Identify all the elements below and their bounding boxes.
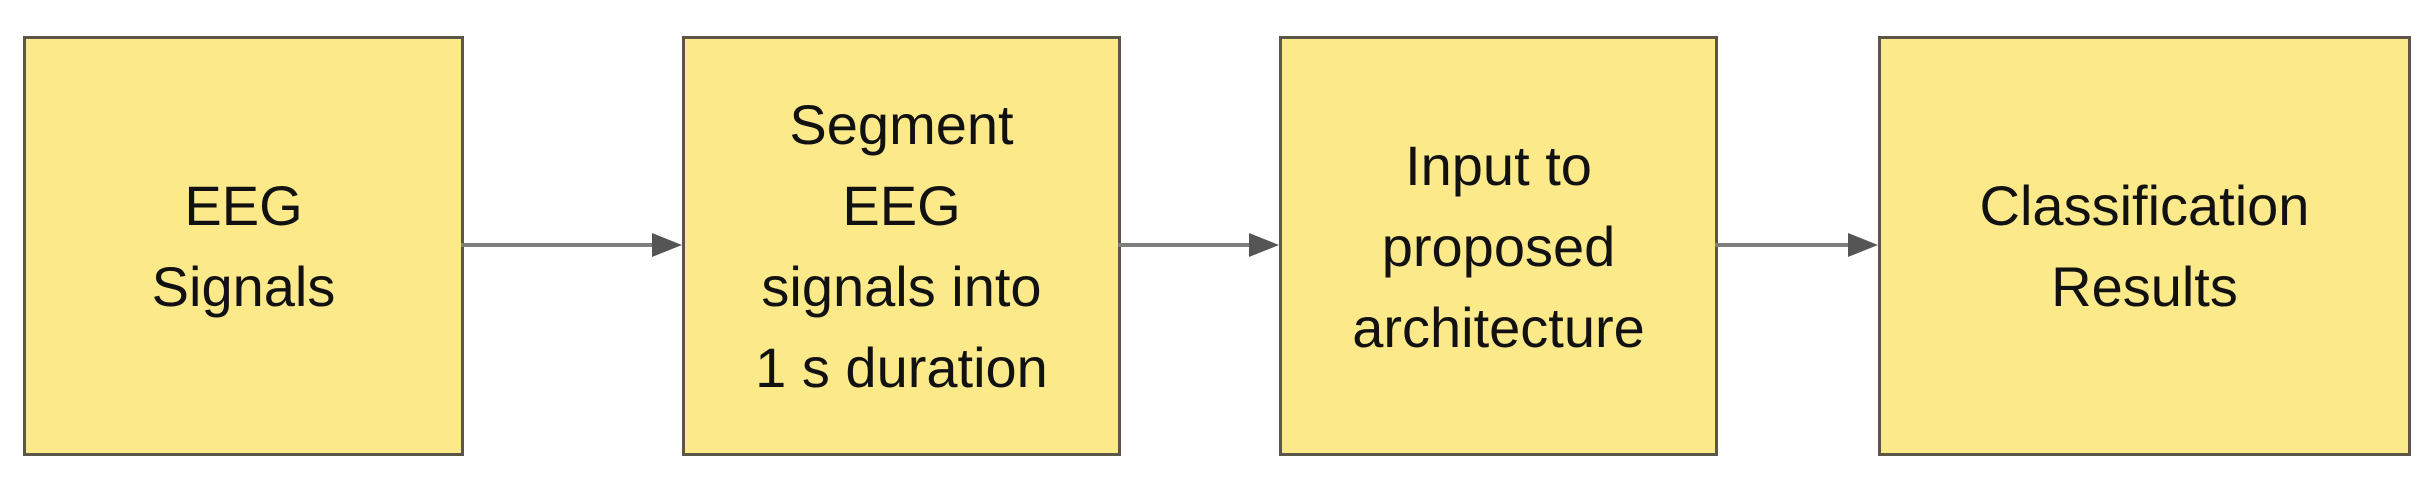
node-input-architecture: Input to proposed architecture	[1279, 36, 1718, 456]
node-label: Input to proposed architecture	[1352, 133, 1645, 359]
node-label: Segment EEG signals into 1 s duration	[755, 93, 1048, 399]
arrow-1-to-2	[461, 233, 682, 257]
arrowhead-icon	[1848, 233, 1878, 257]
node-classification-results: Classification Results	[1878, 36, 2411, 456]
arrowhead-icon	[652, 233, 682, 257]
node-label: Classification Results	[1979, 174, 2310, 318]
node-segment-eeg: Segment EEG signals into 1 s duration	[682, 36, 1121, 456]
arrowhead-icon	[1249, 233, 1279, 257]
arrow-line	[461, 243, 653, 247]
node-eeg-signals: EEG Signals	[23, 36, 464, 456]
arrow-line	[1118, 243, 1250, 247]
arrow-line	[1715, 243, 1849, 247]
arrow-3-to-4	[1715, 233, 1878, 257]
node-label: EEG Signals	[151, 174, 336, 318]
arrow-2-to-3	[1118, 233, 1279, 257]
